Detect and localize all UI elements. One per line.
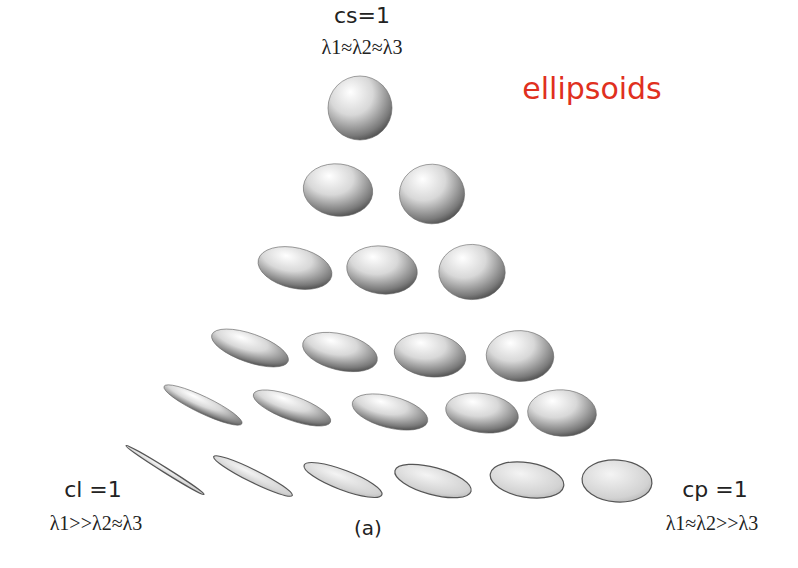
ellipsoid-shape (328, 76, 392, 140)
spherical-eigen: λ1≈λ2≈λ3 (321, 36, 402, 58)
ellipsoid-shape (438, 243, 506, 300)
ellipsoid-shape (348, 387, 431, 437)
ellipsoid-shape (487, 457, 566, 504)
planar-label: cp =1 (682, 478, 747, 502)
ellipsoid-shape (443, 388, 521, 438)
figure-note: ellipsoids (522, 72, 662, 105)
ellipsoid-shape (125, 444, 206, 497)
ellipsoid-shape (391, 329, 468, 382)
ellipsoid-shape (249, 383, 334, 434)
spherical-label: cs=1 (334, 4, 390, 28)
ellipsoid-shape (399, 164, 465, 225)
panel-label: (a) (354, 517, 382, 539)
ellipsoid-shape (344, 242, 420, 298)
ellipsoid-shape (299, 326, 382, 379)
ellipsoid-shape (207, 321, 293, 375)
ellipsoid-shape (526, 388, 597, 438)
planar-eigen: λ1≈λ2>>λ3 (666, 512, 759, 534)
ellipsoid-shape (301, 456, 386, 504)
ellipsoid-shape (160, 379, 245, 431)
ellipsoid-shape (301, 160, 376, 220)
ellipsoid-shape (391, 458, 474, 505)
linear-eigen: λ1>>λ2≈λ3 (50, 512, 143, 534)
ellipsoid-shape (211, 451, 295, 501)
ellipsoid-shape (254, 240, 336, 296)
linear-label: cl =1 (64, 478, 122, 502)
ellipsoid-shape (485, 329, 555, 383)
ellipsoid-shape (581, 458, 654, 505)
